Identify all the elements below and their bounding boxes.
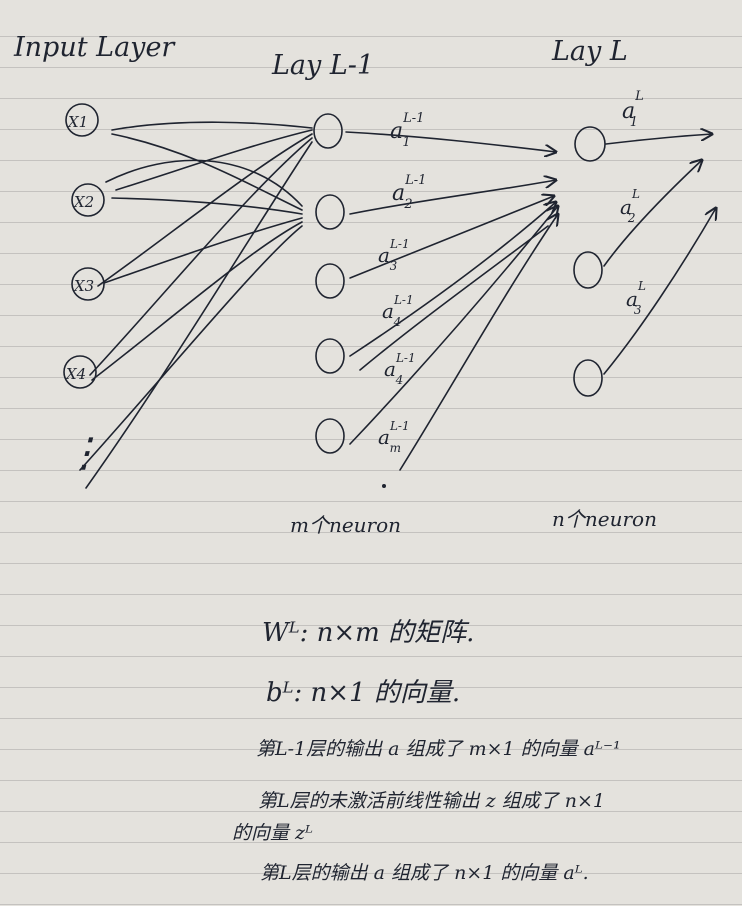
input-layer: X1 X2 X3 X4 ⋮ — [63, 103, 105, 476]
prev-neuron-4 — [315, 338, 345, 374]
current-neuron-1 — [574, 126, 606, 162]
input-neuron-4-label: X4 — [65, 365, 86, 383]
prev-neuron-1 — [313, 113, 343, 149]
edge-out-2 — [603, 160, 702, 267]
input-neuron-2 — [71, 183, 105, 217]
edge-n4-m1 — [349, 202, 556, 357]
edge-x5-n1 — [85, 141, 313, 489]
bias-vector-note: bᴸ: n×1 的向量. — [266, 678, 461, 708]
description-line-3: 的向量 zᴸ — [232, 822, 313, 844]
prev-layer-title: Lay L-1 — [271, 50, 374, 81]
current-neuron-2 — [573, 251, 603, 289]
edge-x4-n2 — [91, 221, 303, 381]
prev-layer — [313, 113, 386, 488]
prev-layer-caption: m个neuron — [290, 513, 401, 537]
edge-n4-m1b — [359, 225, 549, 371]
prev-neuron-3 — [315, 263, 345, 299]
current-layer-caption: n个neuron — [552, 507, 657, 531]
prev-neuron-5 — [315, 418, 345, 454]
edge-x1-n2 — [111, 133, 303, 211]
input-neuron-1 — [65, 103, 99, 137]
edge-x3-n1 — [97, 133, 313, 287]
description-line-4: 第L层的输出 a 组成了 n×1 的向量 aᴸ. — [260, 862, 589, 884]
edge-x2-n2 — [111, 197, 303, 215]
edge-x5-n2 — [79, 225, 303, 471]
description-line-2: 第L层的未激活前线性输出 z 组成了 n×1 — [258, 790, 605, 812]
edge-out-1 — [605, 134, 712, 145]
edge-n1-m1 — [345, 131, 556, 152]
edge-n2-m1 — [349, 180, 556, 215]
edge-n6-m1 — [399, 214, 558, 471]
edge-x2-n2b — [105, 159, 303, 207]
current-layer — [573, 126, 606, 397]
input-neuron-2-label: X2 — [73, 193, 94, 211]
prev-neuron-2 — [315, 194, 345, 230]
edge-x4-n1 — [89, 137, 313, 376]
edge-x1-n1 — [111, 121, 313, 131]
weight-matrix-note: Wᴸ: n×m 的矩阵. — [262, 618, 475, 648]
description-line-1: 第L-1层的输出 a 组成了 m×1 的向量 aᴸ⁻¹ — [256, 738, 621, 760]
edge-x3-n2 — [103, 217, 303, 284]
input-neuron-3 — [71, 267, 105, 301]
current-layer-title: Lay L — [551, 36, 628, 67]
input-neuron-1-label: X1 — [67, 113, 88, 131]
edge-out-3 — [603, 208, 716, 375]
connections — [79, 121, 716, 489]
edge-n3-m1 — [349, 196, 554, 279]
input-neuron-4 — [63, 355, 97, 389]
input-layer-title: Input Layer — [13, 32, 176, 63]
prev-ellipsis-dot — [382, 484, 386, 488]
edge-x2-n1 — [115, 129, 313, 191]
input-neuron-3-label: X3 — [73, 277, 94, 295]
input-ellipsis: ⋮ — [64, 430, 104, 476]
current-neuron-3 — [573, 359, 603, 397]
